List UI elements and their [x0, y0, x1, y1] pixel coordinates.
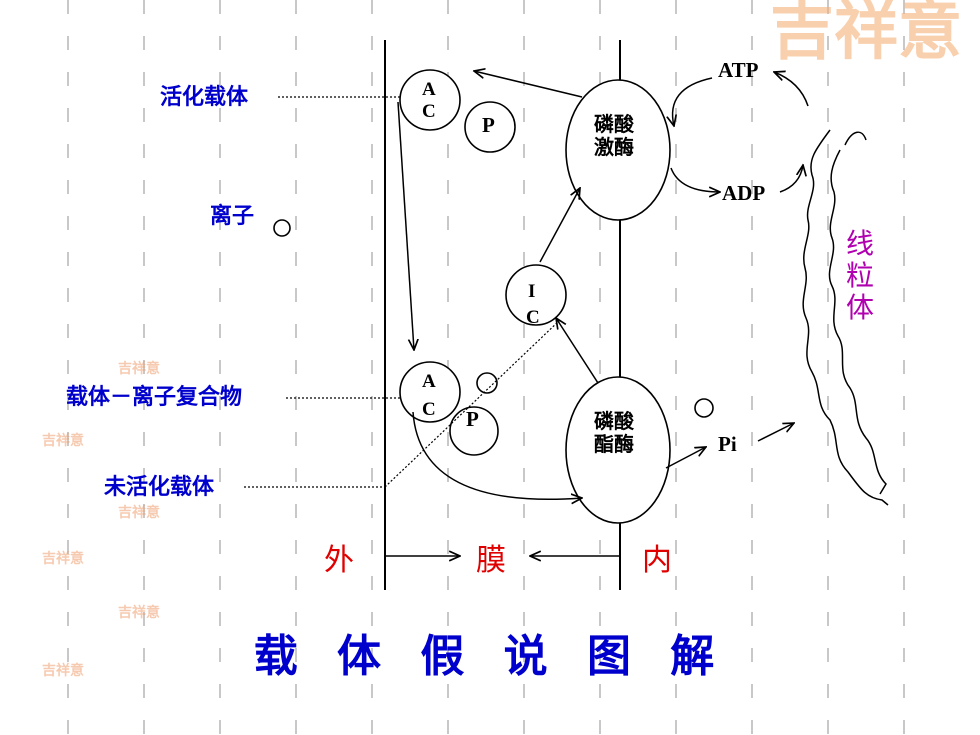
ic-i: I — [528, 281, 536, 302]
logo-watermark-small: 吉祥意 — [42, 433, 84, 449]
ic-circle — [505, 264, 567, 326]
p-bottom-label: P — [466, 407, 479, 431]
label-membrane: 膜 — [476, 543, 506, 578]
logo-watermark-small: 吉祥意 — [42, 663, 84, 679]
leader-inactivated-to-ic — [384, 319, 561, 488]
mitochondrion-outline — [802, 129, 889, 506]
arrow-atp-to-kinase — [673, 77, 713, 126]
ac-top-c: C — [422, 101, 436, 122]
label-inside: 内 — [642, 543, 672, 578]
kinase-ellipse — [565, 79, 671, 221]
ac-bottom-c: C — [422, 399, 436, 420]
arrow-mito-to-atp — [774, 72, 809, 107]
ac-top-a: A — [422, 79, 436, 100]
slide-title: 载 体 假 说 图 解 — [253, 631, 727, 682]
p-bottom-circle — [449, 406, 499, 456]
kinase-line1: 磷酸 — [594, 112, 634, 136]
ac-bottom-circle — [399, 361, 461, 423]
arrow-phosphatase-to-pi — [665, 447, 706, 469]
ac-top-circle — [399, 69, 461, 131]
ion-bound-circle — [476, 372, 498, 394]
logo-watermark-small: 吉祥意 — [42, 551, 84, 567]
label-activated-carrier: 活化载体 — [160, 85, 249, 110]
ac-bottom-a: A — [422, 371, 436, 392]
arrow-carrier-to-phosphatase — [412, 411, 582, 499]
p-top-label: P — [482, 113, 495, 137]
label-carrier-ion-complex: 载体－离子复合物 — [66, 385, 243, 410]
label-inactivated-carrier: 未活化载体 — [104, 475, 215, 500]
phosphatase-label: 磷酸 酯酶 — [594, 410, 634, 456]
logo-watermark-small: 吉祥意 — [118, 605, 160, 621]
arrow-phosphatase-to-ic — [556, 318, 599, 384]
arrow-ac-down — [397, 101, 414, 350]
ion-free-circle — [273, 219, 291, 237]
arrow-adp-to-mito — [779, 165, 803, 193]
arrow-ic-to-kinase — [539, 188, 580, 263]
arrow-pi-to-mito — [757, 423, 794, 442]
atp-label: ATP — [718, 58, 759, 82]
label-ion: 离子 — [210, 204, 255, 229]
ic-c: C — [526, 307, 540, 328]
arrow-kinase-to-ac — [474, 71, 583, 98]
logo-watermark-small: 吉祥意 — [118, 361, 160, 377]
label-mitochondria: 线粒体 — [846, 227, 875, 325]
kinase-line2: 激酶 — [594, 135, 634, 159]
p-top-circle — [464, 101, 516, 153]
logo-watermark-large: 吉祥意 — [770, 0, 962, 69]
logo-watermark-small: 吉祥意 — [118, 505, 160, 521]
pi-label: Pi — [718, 432, 737, 456]
kinase-label: 磷酸 激酶 — [594, 113, 634, 159]
phosphatase-line2: 酯酶 — [594, 432, 634, 456]
phosphatase-line1: 磷酸 — [594, 409, 634, 433]
adp-label: ADP — [722, 181, 766, 205]
phosphatase-ellipse — [565, 376, 671, 524]
label-outside: 外 — [324, 543, 354, 578]
arrow-kinase-to-adp — [670, 167, 720, 192]
pi-circle — [694, 398, 714, 418]
